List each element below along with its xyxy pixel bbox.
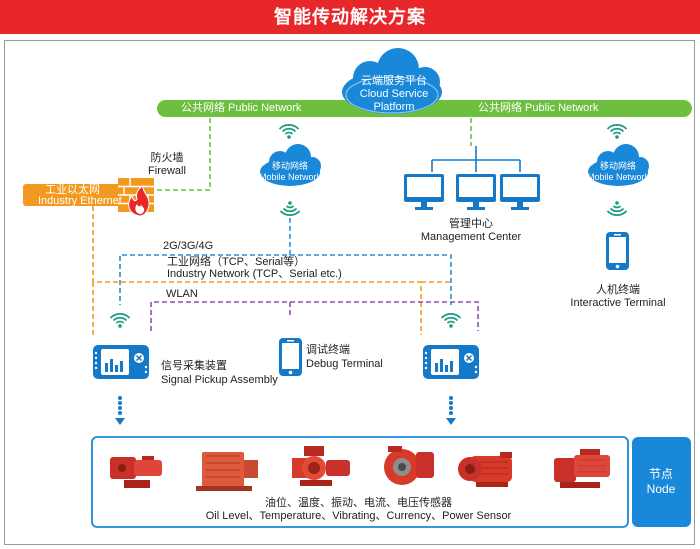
management-center-label-cn: 管理中心 xyxy=(449,218,493,230)
node-caption-cn: 油位、温度、振动、电流、电压传感器 xyxy=(265,497,452,509)
management-center-label-en: Management Center xyxy=(420,231,522,243)
signal-pickup-label-cn: 信号采集装置 xyxy=(161,360,227,372)
debug-terminal-icon xyxy=(279,338,302,376)
gear-motor-6 xyxy=(554,449,610,488)
node-label-en: Node xyxy=(646,482,676,496)
signal-pickup-device-left xyxy=(92,344,150,380)
page-title: 智能传动解决方案 xyxy=(274,7,426,27)
mobile-network-left-cn: 移动网络 xyxy=(271,161,309,171)
interactive-terminal-label-en: Interactive Terminal xyxy=(570,297,666,309)
cloud-service-label-cn: 云端服务平台 xyxy=(361,75,427,87)
phone-icon xyxy=(606,232,629,270)
cloud-service-label-en: Cloud Service xyxy=(359,88,429,100)
cellular-link xyxy=(119,218,452,305)
industry-network-link xyxy=(92,206,451,335)
mobile-network-right-cn: 移动网络 xyxy=(599,161,637,171)
node-label-cn: 节点 xyxy=(648,467,674,481)
gear-motor-2 xyxy=(196,452,258,491)
wifi-icon xyxy=(606,124,628,140)
signal-pickup-label-en: Signal Pickup Assembly xyxy=(161,374,278,386)
wlan-link xyxy=(150,301,479,331)
wifi-icon xyxy=(606,200,628,216)
monitor-icon xyxy=(404,174,444,210)
industry-ethernet-label-en: Industry Ethernet xyxy=(38,195,122,207)
monitor-icon xyxy=(500,174,540,210)
management-tree xyxy=(431,146,521,172)
cloud-service-icon xyxy=(342,48,442,114)
wifi-icon xyxy=(440,313,462,329)
node-caption-en: Oil Level、Temperature、Vibrating、Currency… xyxy=(205,510,512,522)
motor-badge: 31E xyxy=(513,469,526,476)
cellular-link-label: 2G/3G/4G xyxy=(163,240,214,252)
node-caption: 油位、温度、振动、电流、电压传感器 Oil Level、Temperature、… xyxy=(92,497,625,523)
monitor-icon xyxy=(456,174,496,210)
public-network-label-right: 公共网络 Public Network xyxy=(478,102,599,114)
debug-terminal-label-cn: 调试终端 xyxy=(306,344,350,356)
electric-motor: 31E xyxy=(458,452,526,487)
worm-gear-motor xyxy=(384,446,434,485)
mobile-network-left-en: Mobile Network xyxy=(258,172,322,182)
industry-network-label-en: Industry Network (TCP、Serial etc.) xyxy=(167,268,342,280)
wifi-icon xyxy=(109,313,131,329)
mobile-network-right-en: Mobile Network xyxy=(586,172,650,182)
signal-pickup-device-right xyxy=(422,344,480,380)
firewall-link xyxy=(148,118,211,191)
interactive-terminal-label-cn: 人机终端 xyxy=(596,284,640,296)
firewall-label-en: Firewall xyxy=(148,165,186,177)
mobile-network-cloud-left xyxy=(260,144,321,186)
signal-dots xyxy=(449,396,453,415)
cloud-service-label-en-2: Platform xyxy=(373,101,415,113)
debug-terminal-label-en: Debug Terminal xyxy=(306,358,383,370)
gear-motor-3 xyxy=(292,446,350,486)
industry-network-label-cn: 工业网络（TCP、Serial等） xyxy=(167,256,306,268)
firewall-label-cn: 防火墙 xyxy=(150,152,184,164)
arrow-down-icon xyxy=(115,418,125,425)
wlan-label: WLAN xyxy=(166,288,198,300)
node-label-box xyxy=(632,437,691,527)
mobile-network-cloud-right xyxy=(588,144,649,186)
wifi-icon xyxy=(278,124,300,140)
industry-ethernet-label-cn: 工业以太网 xyxy=(45,184,100,196)
header-bar xyxy=(0,0,700,34)
gear-motor-1 xyxy=(110,456,162,488)
signal-dots xyxy=(118,396,122,415)
industry-ethernet-bar xyxy=(23,184,148,206)
public-network-label-left: 公共网络 Public Network xyxy=(181,102,302,114)
wifi-icon xyxy=(279,200,301,216)
diagram-frame xyxy=(4,40,695,545)
firewall-icon xyxy=(118,178,154,217)
arrow-down-icon xyxy=(446,418,456,425)
